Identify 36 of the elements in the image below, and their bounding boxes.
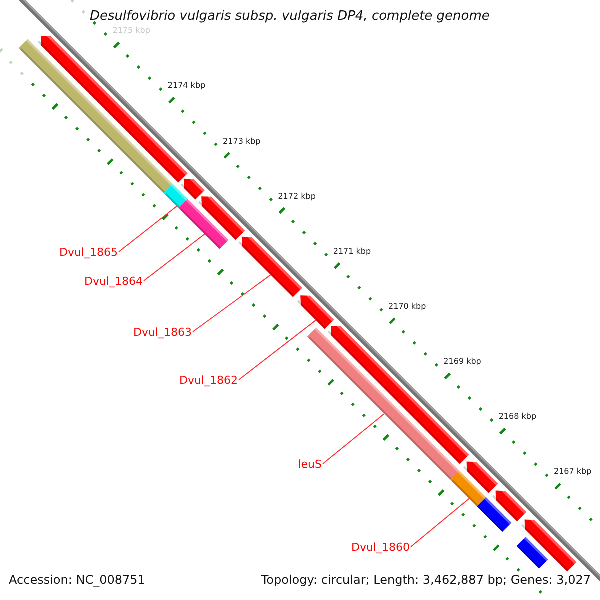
forward-gene-feature bbox=[297, 294, 334, 330]
leader-line bbox=[192, 274, 272, 332]
leader-line bbox=[410, 498, 470, 548]
gene-label: Dvul_1865 bbox=[59, 246, 118, 260]
forward-gene-feature bbox=[464, 460, 498, 494]
reverse-gene-feature bbox=[516, 537, 548, 569]
title: Desulfovibrio vulgaris subsp. vulgaris DP4, complete genome bbox=[90, 9, 490, 24]
tick-label: 2168 kbp bbox=[498, 412, 537, 422]
reverse-gene-feature bbox=[178, 199, 229, 250]
forward-gene-feature bbox=[522, 518, 577, 572]
tick-label: 2169 kbp bbox=[444, 357, 482, 366]
tick-label: 2174 kbp bbox=[168, 81, 206, 90]
forward-gene-feature bbox=[238, 235, 302, 298]
forward-gene-feature bbox=[492, 489, 526, 522]
tick-label: 2170 kbp bbox=[388, 302, 426, 312]
leader-line bbox=[118, 206, 178, 252]
tick-label: 2173 kbp bbox=[223, 136, 261, 146]
reverse-gene-feature bbox=[477, 497, 512, 532]
gene-label: leuS bbox=[298, 458, 322, 472]
reverse-gene-feature bbox=[164, 184, 188, 208]
gene-label: Dvul_1863 bbox=[133, 326, 192, 340]
leader-line bbox=[238, 320, 317, 380]
accession-text: Accession: NC_008751 bbox=[9, 573, 146, 587]
gene-label: Dvul_1862 bbox=[179, 374, 238, 388]
forward-gene-feature bbox=[38, 34, 188, 183]
genome-info-text: Topology: circular; Length: 3,462,887 bp; Genes: 3,027 bbox=[261, 573, 591, 587]
reverse-gene-feature bbox=[450, 470, 486, 507]
forward-gene-feature bbox=[180, 177, 205, 200]
leader-line bbox=[322, 414, 385, 464]
tick-label: 2172 kbp bbox=[278, 192, 316, 201]
gene-label: Dvul_1860 bbox=[351, 541, 410, 555]
forward-gene-feature bbox=[198, 194, 246, 240]
gene-label: Dvul_1864 bbox=[84, 275, 143, 289]
tick-label: 2171 kbp bbox=[333, 246, 372, 256]
leader-line bbox=[144, 234, 206, 282]
tick-label: 2167 kbp bbox=[554, 467, 592, 476]
